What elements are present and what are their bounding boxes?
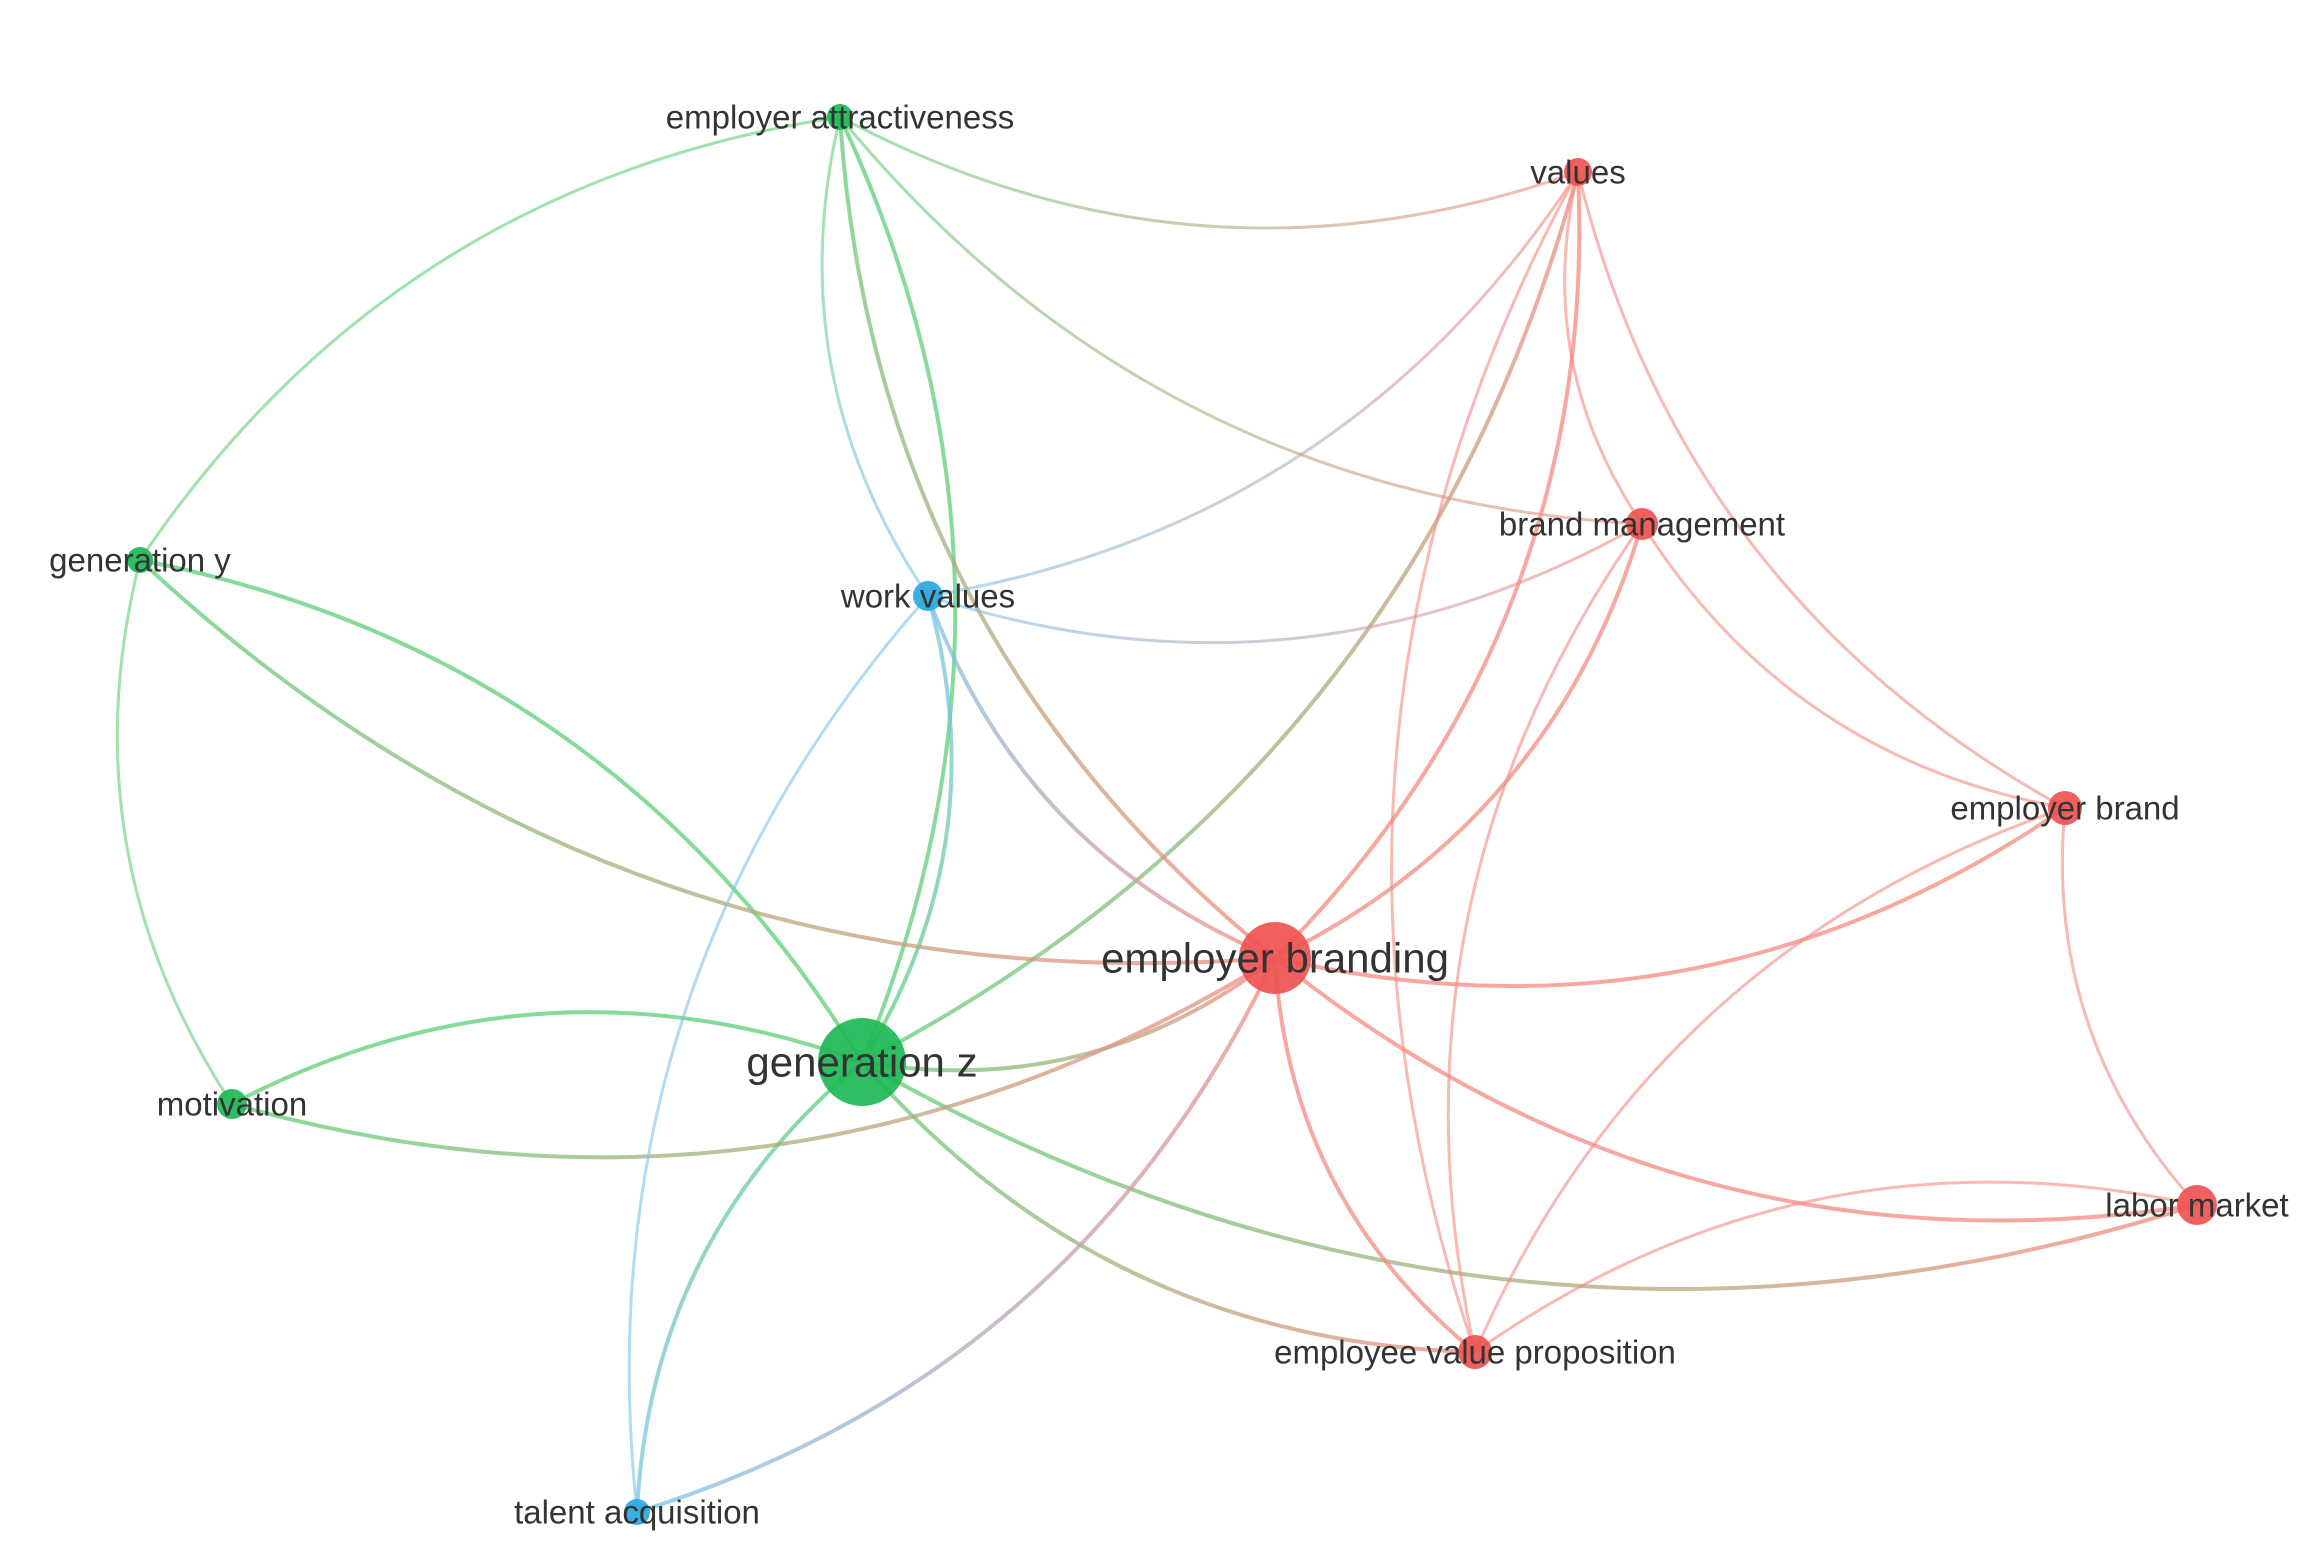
- link-labor-market-to-employee-value-proposition: [1474, 1180, 2198, 1354]
- link-employer-brand-to-employee-value-proposition: [1473, 806, 2066, 1353]
- link-generation-z-to-motivation: [231, 1010, 863, 1106]
- node-label-talent-acquisition: talent acquisition: [514, 1494, 760, 1531]
- link-generation-y-to-employer-branding: [138, 558, 1276, 966]
- node-label-employer-attractiveness: employer attractiveness: [666, 99, 1014, 136]
- node-generation-y[interactable]: [127, 547, 153, 573]
- node-generation-z[interactable]: [818, 1018, 906, 1106]
- link-values-to-employee-value-proposition: [1390, 171, 1580, 1353]
- link-motivation-to-employer-branding: [231, 956, 1277, 1160]
- node-label-employer-branding: employer branding: [1101, 935, 1449, 982]
- link-employer-brand-to-labor-market: [2060, 807, 2199, 1207]
- link-generation-z-to-labor-market: [861, 1060, 2198, 1291]
- link-generation-z-to-work-values: [860, 595, 954, 1064]
- node-label-work-values: work values: [840, 578, 1015, 615]
- node-label-employer-brand: employer brand: [1950, 790, 2179, 827]
- link-generation-y-to-motivation: [115, 559, 234, 1105]
- node-label-values: values: [1530, 154, 1625, 191]
- link-employer-branding-to-values: [1273, 171, 1582, 960]
- link-brand-management-to-employee-value-proposition: [1446, 523, 1644, 1353]
- link-work-values-to-values: [927, 171, 1580, 598]
- link-employer-attractiveness-to-values: [839, 115, 1579, 230]
- link-employer-attractiveness-to-generation-y: [138, 115, 841, 561]
- link-employer-branding-to-labor-market: [1273, 956, 2198, 1223]
- node-label-motivation: motivation: [157, 1086, 307, 1123]
- link-employer-branding-to-employee-value-proposition: [1273, 957, 1477, 1354]
- nodes-layer: [127, 104, 2217, 1525]
- link-generation-z-to-generation-y: [139, 558, 864, 1064]
- link-generation-z-to-talent-acquisition: [635, 1060, 864, 1513]
- link-employer-attractiveness-to-work-values: [820, 116, 930, 597]
- node-employer-attractiveness[interactable]: [827, 104, 853, 130]
- link-employer-attractiveness-to-brand-management: [838, 116, 1643, 526]
- node-label-brand-management: brand management: [1499, 506, 1785, 543]
- link-employer-branding-to-brand-management: [1274, 523, 1644, 960]
- node-employee-value-proposition[interactable]: [1458, 1335, 1492, 1369]
- node-label-employee-value-proposition: employee value proposition: [1274, 1334, 1676, 1371]
- node-label-labor-market: labor market: [2105, 1187, 2288, 1224]
- node-label-generation-y: generation y: [49, 542, 231, 579]
- labels-layer: generation z employer branding employer at…: [49, 99, 2289, 1531]
- links-layer: [115, 115, 2199, 1514]
- node-employer-brand[interactable]: [2048, 791, 2082, 825]
- link-values-to-brand-management: [1563, 171, 1644, 525]
- link-talent-acquisition-to-employer-branding: [636, 957, 1277, 1514]
- node-label-generation-z: generation z: [746, 1039, 977, 1086]
- link-brand-management-to-employer-brand: [1640, 523, 2066, 810]
- link-generation-z-to-employer-attractiveness: [838, 116, 958, 1063]
- link-generation-z-to-employee-value-proposition: [860, 1060, 1476, 1354]
- link-generation-z-to-employer-branding: [861, 956, 1277, 1073]
- node-talent-acquisition[interactable]: [624, 1499, 650, 1525]
- link-work-values-to-talent-acquisition: [627, 595, 930, 1513]
- link-generation-z-to-values: [861, 171, 1580, 1064]
- node-brand-management[interactable]: [1626, 508, 1658, 540]
- node-work-values[interactable]: [913, 581, 943, 611]
- link-values-to-employer-brand: [1576, 171, 2066, 810]
- link-work-values-to-employer-branding: [926, 595, 1276, 960]
- link-employer-attractiveness-to-employer-branding: [838, 116, 1277, 960]
- node-employer-branding[interactable]: [1239, 922, 1311, 994]
- node-values[interactable]: [1564, 158, 1592, 186]
- link-work-values-to-brand-management: [927, 522, 1643, 645]
- node-labor-market[interactable]: [2177, 1185, 2217, 1225]
- node-motivation[interactable]: [217, 1089, 247, 1119]
